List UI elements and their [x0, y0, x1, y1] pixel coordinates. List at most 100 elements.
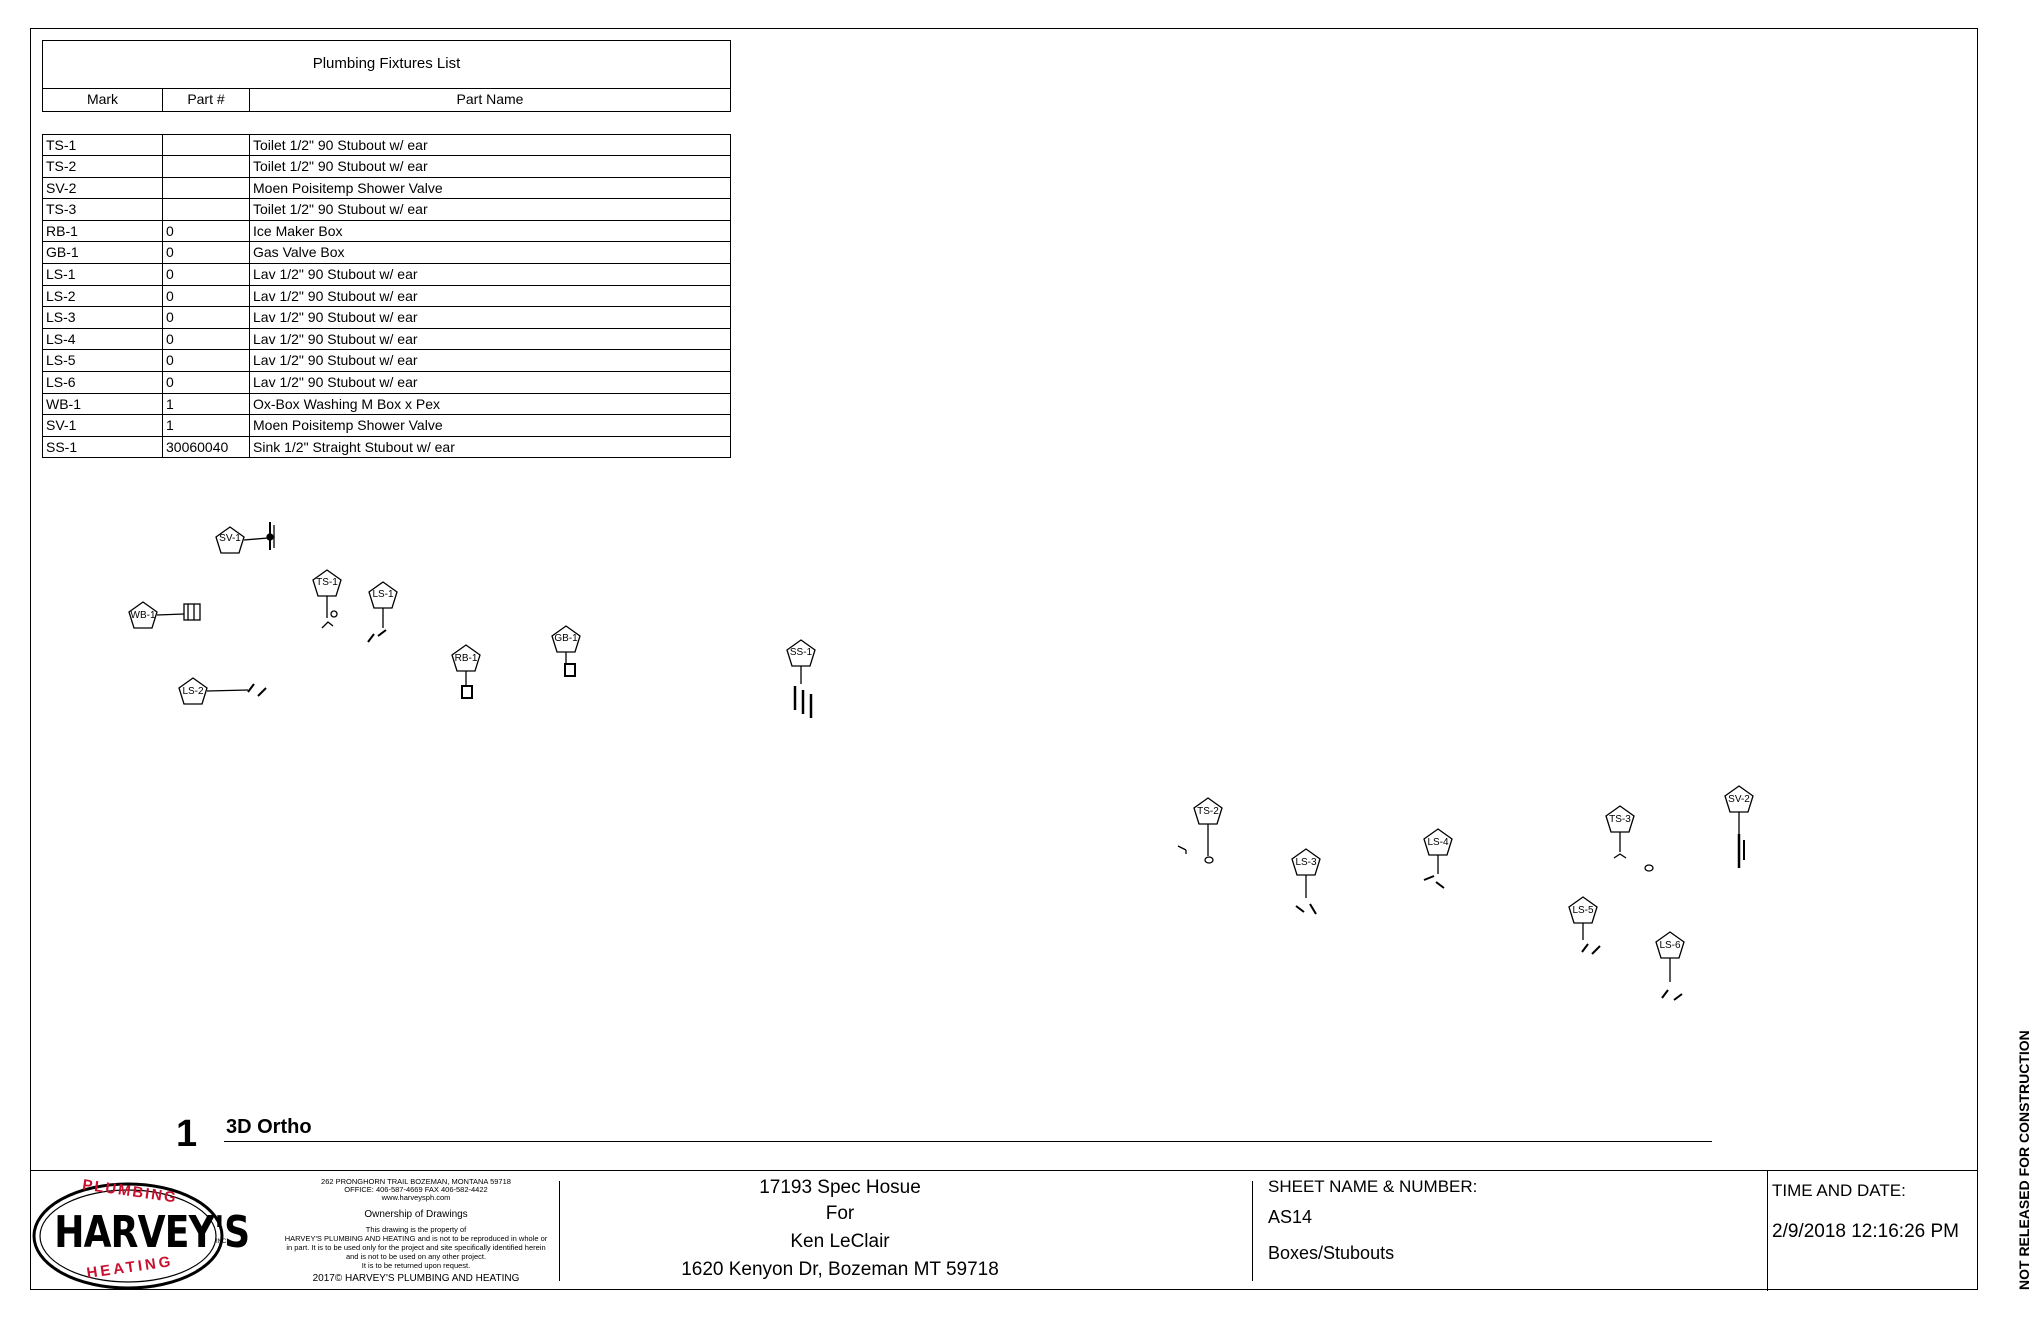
harveys-logo — [32, 1182, 224, 1290]
tag-label-ts1: TS-1 — [316, 577, 338, 588]
tag-ls1[interactable] — [367, 581, 398, 643]
cell-mark: TS-1 — [43, 135, 163, 155]
cell-mark: LS-5 — [43, 350, 163, 371]
project-address: 1620 Kenyon Dr, Bozeman MT 59718 — [681, 1259, 999, 1280]
company-phone: OFFICE: 406-587-4669 FAX 406-582-4422 — [344, 1185, 488, 1194]
tag-sv2[interactable] — [1724, 785, 1754, 868]
cell-part-number: 1 — [163, 415, 250, 436]
cell-part-number: 30060040 — [163, 436, 250, 458]
cell-part-number: 1 — [163, 393, 250, 415]
ownership-line: It is to be returned upon request. — [361, 1261, 471, 1270]
cell-part-number: 0 — [163, 328, 250, 350]
cell-part-name: Gas Valve Box — [253, 244, 345, 261]
table-row: TS-1 Toilet 1/2" 90 Stubout w/ ear — [43, 135, 730, 155]
tag-ls4[interactable] — [1423, 828, 1453, 889]
cell-mark: SS-1 — [43, 436, 163, 458]
fixtures-table-columns: Mark Part # Part Name — [43, 88, 730, 111]
logo-text-main: HARVEY'S — [54, 1207, 250, 1258]
project-name: 17193 Spec Hosue — [759, 1177, 921, 1198]
company-address: 262 PRONGHORN TRAIL BOZEMAN, MONTANA 597… — [321, 1177, 511, 1186]
cell-mark: LS-1 — [43, 263, 163, 285]
tag-ls6[interactable] — [1655, 931, 1685, 1001]
client-name: Ken LeClair — [790, 1231, 890, 1252]
tag-label-sv2: SV-2 — [1728, 794, 1750, 805]
tag-label-ls3: LS-3 — [1295, 857, 1317, 868]
tag-label-ts3: TS-3 — [1609, 814, 1631, 825]
project-for: For — [825, 1203, 855, 1224]
ownership-heading: Ownership of Drawings — [364, 1209, 468, 1220]
tag-wb1[interactable] — [128, 601, 201, 629]
view-number: 1 — [176, 1113, 198, 1155]
cell-mark: LS-2 — [43, 285, 163, 307]
fixtures-table-title: Plumbing Fixtures List — [312, 55, 461, 72]
sheet-number: AS14 — [1268, 1207, 1313, 1227]
sheet-name: Boxes/Stubouts — [1268, 1243, 1395, 1263]
cell-mark: LS-4 — [43, 328, 163, 350]
tag-ss1[interactable] — [786, 639, 816, 718]
ownership-line: This drawing is the property of — [365, 1225, 467, 1234]
tag-sv1[interactable] — [215, 522, 275, 554]
column-header-mark: Mark — [43, 89, 163, 111]
tag-gb1[interactable] — [551, 625, 581, 677]
tag-label-ls6: LS-6 — [1659, 940, 1681, 951]
tag-ts1[interactable] — [312, 569, 342, 629]
cell-mark: RB-1 — [43, 220, 163, 242]
cell-part-number — [163, 135, 250, 155]
cell-part-number: 0 — [163, 285, 250, 307]
cell-part-name: Sink 1/2" Straight Stubout w/ ear — [253, 438, 455, 455]
cell-part-name: Toilet 1/2" 90 Stubout w/ ear — [253, 201, 428, 218]
cell-mark: SV-1 — [43, 415, 163, 436]
title-block-divider — [559, 1181, 560, 1281]
time-box — [1767, 1171, 1978, 1291]
cell-part-name: Moen Poisitemp Shower Valve — [253, 179, 443, 196]
tag-ts3[interactable] — [1605, 805, 1654, 872]
tag-label-ls2: LS-2 — [182, 686, 204, 697]
tag-ls3[interactable] — [1291, 848, 1321, 915]
column-header-name: Part Name — [456, 91, 524, 107]
cell-part-name: Ox-Box Washing M Box x Pex — [253, 395, 440, 412]
tag-label-gb1: GB-1 — [554, 633, 578, 644]
cell-part-number: 0 — [163, 263, 250, 285]
tag-label-ls5: LS-5 — [1572, 905, 1594, 916]
view-name: 3D Ortho — [226, 1116, 312, 1138]
time-label: TIME AND DATE: — [1772, 1181, 1906, 1200]
cell-part-name: Lav 1/2" 90 Stubout w/ ear — [253, 352, 418, 369]
title-block-divider — [1252, 1181, 1253, 1281]
copyright: 2017© HARVEY'S PLUMBING AND HEATING — [312, 1273, 520, 1284]
tag-ts2[interactable] — [1177, 797, 1223, 864]
tag-rb1[interactable] — [451, 644, 481, 699]
tag-label-ts2: TS-2 — [1197, 806, 1219, 817]
fixtures-table-header: Plumbing Fixtures List Mark Part # Part … — [42, 40, 731, 112]
cell-part-number — [163, 199, 250, 220]
cell-part-number: 0 — [163, 220, 250, 242]
tag-label-ls4: LS-4 — [1427, 837, 1449, 848]
cell-part-name: Moen Poisitemp Shower Valve — [253, 417, 443, 434]
cell-mark: GB-1 — [43, 242, 163, 263]
ortho-drawing — [128, 522, 1754, 1001]
cell-part-name: Lav 1/2" 90 Stubout w/ ear — [253, 309, 418, 326]
cell-part-name: Lav 1/2" 90 Stubout w/ ear — [253, 373, 418, 390]
view-title-line — [224, 1141, 1712, 1142]
cell-part-number: 0 — [163, 371, 250, 393]
cell-part-number — [163, 156, 250, 177]
column-header-part: Part # — [163, 89, 250, 111]
tag-ls5[interactable] — [1568, 896, 1601, 955]
tag-ls2[interactable] — [178, 677, 267, 705]
cell-part-number: 0 — [163, 350, 250, 371]
cell-part-name: Ice Maker Box — [253, 222, 343, 239]
cell-part-name: Toilet 1/2" 90 Stubout w/ ear — [253, 137, 428, 153]
tag-label-rb1: RB-1 — [454, 653, 478, 664]
tag-label-ls1: LS-1 — [372, 589, 394, 600]
cell-part-name: Lav 1/2" 90 Stubout w/ ear — [253, 287, 418, 304]
tag-label-sv1: SV-1 — [219, 533, 241, 544]
cell-mark: TS-3 — [43, 199, 163, 220]
